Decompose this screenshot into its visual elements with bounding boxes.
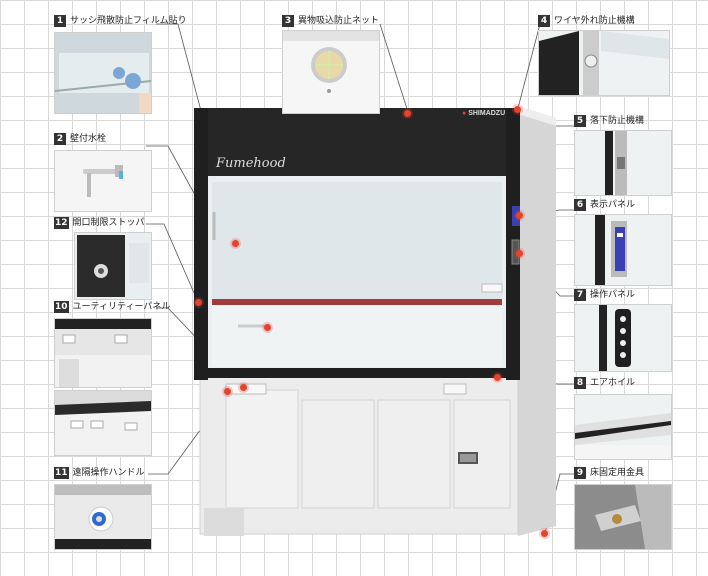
maker-name: SHIMADZU <box>468 110 506 117</box>
callout-label: 床固定用金具 <box>590 468 645 478</box>
callout-7: 7 操作パネル <box>574 288 635 302</box>
callout-label: 開口制限ストッパ <box>72 218 145 228</box>
photo-floor-bracket <box>574 484 672 550</box>
photo-wall-faucet <box>54 150 152 212</box>
photo-operation-panel <box>574 304 672 372</box>
photo-opening-stopper <box>74 232 152 300</box>
callout-1: 1 サッシ飛散防止フィルム貼り <box>54 14 187 28</box>
maker-logo: ● SHIMADZU <box>462 110 505 117</box>
callout-number: 1 <box>54 15 66 27</box>
callout-3: 3 異物吸込防止ネット <box>282 14 379 28</box>
callout-marker-6 <box>516 212 523 219</box>
photo-utility-panel-2 <box>54 390 152 456</box>
callout-label: 壁付水栓 <box>70 134 107 144</box>
callout-11: 11 遠隔操作ハンドル <box>54 466 145 480</box>
callout-number: 7 <box>574 289 586 301</box>
callout-5: 5 落下防止機構 <box>574 114 644 128</box>
callout-marker-3 <box>404 110 411 117</box>
callout-number: 10 <box>54 301 69 313</box>
photo-display-panel <box>574 214 672 286</box>
brand-script: Fumehood <box>216 156 286 171</box>
callout-number: 9 <box>574 467 586 479</box>
callout-8: 8 エアホイル <box>574 376 635 390</box>
callout-number: 11 <box>54 467 69 479</box>
callout-label: 異物吸込防止ネット <box>298 16 380 26</box>
callout-6: 6 表示パネル <box>574 198 635 212</box>
callout-marker-1 <box>232 240 239 247</box>
callout-number: 4 <box>538 15 550 27</box>
callout-marker-2 <box>264 324 271 331</box>
callout-number: 6 <box>574 199 586 211</box>
callout-marker-12 <box>195 299 202 306</box>
callout-label: 落下防止機構 <box>590 116 645 126</box>
callout-number: 3 <box>282 15 294 27</box>
callout-2: 2 壁付水栓 <box>54 132 106 146</box>
photo-intake-net <box>282 30 380 114</box>
callout-12: 12 開口制限ストッパ <box>54 216 145 230</box>
callout-4: 4 ワイヤ外れ防止機構 <box>538 14 635 28</box>
callout-number: 5 <box>574 115 586 127</box>
callout-label: ワイヤ外れ防止機構 <box>554 16 635 26</box>
photo-airfoil <box>574 394 672 460</box>
callout-label: サッシ飛散防止フィルム貼り <box>70 16 187 26</box>
callout-marker-8 <box>494 374 501 381</box>
callout-9: 9 床固定用金具 <box>574 466 644 480</box>
photo-utility-panel-1 <box>54 318 152 388</box>
maker-mark-icon: ● <box>462 110 467 117</box>
callout-marker-9 <box>541 530 548 537</box>
photo-fall-prevention <box>574 130 672 196</box>
callout-label: エアホイル <box>590 378 636 388</box>
photo-wire-guard <box>538 30 670 96</box>
callout-number: 8 <box>574 377 586 389</box>
callout-marker-11 <box>224 388 231 395</box>
callout-label: 操作パネル <box>590 290 636 300</box>
callout-marker-7 <box>516 250 523 257</box>
callout-marker-10 <box>240 384 247 391</box>
callout-number: 2 <box>54 133 66 145</box>
photo-sash-film <box>54 32 152 114</box>
callout-10: 10 ユーティリティーパネル <box>54 300 170 314</box>
photo-remote-handle <box>54 484 152 550</box>
callout-marker-4 <box>514 106 521 113</box>
callout-label: 表示パネル <box>590 200 636 210</box>
callout-label: 遠隔操作ハンドル <box>72 468 145 478</box>
callout-label: ユーティリティーパネル <box>72 302 171 312</box>
callout-number: 12 <box>54 217 69 229</box>
